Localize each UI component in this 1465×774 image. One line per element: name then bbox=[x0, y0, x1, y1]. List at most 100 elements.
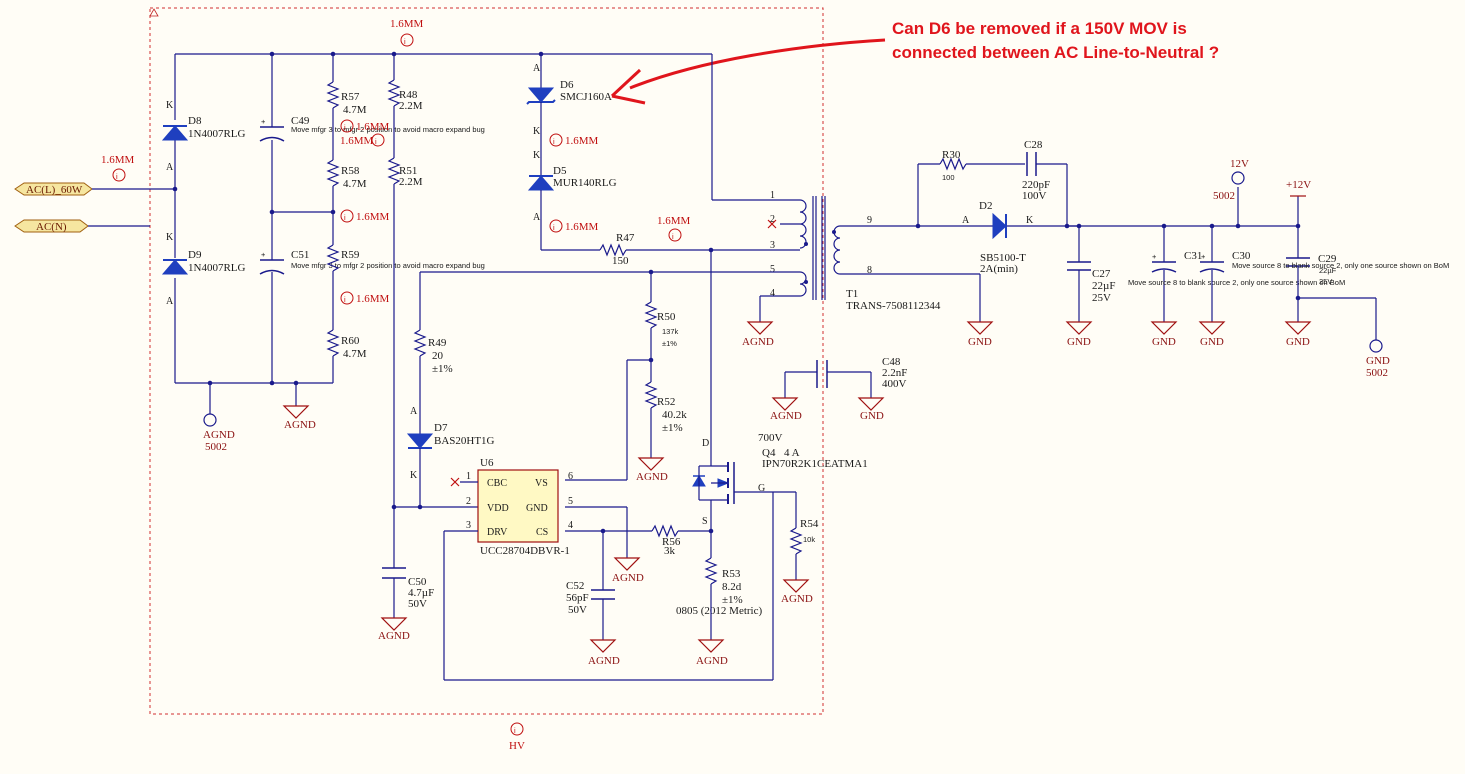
svg-text:1.6MM: 1.6MM bbox=[390, 18, 424, 30]
svg-text:4: 4 bbox=[770, 288, 775, 299]
svg-text:D5: D5 bbox=[553, 165, 567, 177]
svg-text:AGND: AGND bbox=[612, 572, 644, 584]
svg-text:R48: R48 bbox=[399, 89, 418, 101]
svg-text:9: 9 bbox=[867, 215, 872, 226]
svg-text:C48: C48 bbox=[882, 356, 901, 368]
svg-text:6: 6 bbox=[568, 471, 573, 482]
agnd-5002-port bbox=[203, 413, 217, 427]
diode-D8: D8 1N4007RLG bbox=[161, 115, 246, 141]
svg-text:A: A bbox=[166, 296, 174, 307]
svg-text:1.6MM: 1.6MM bbox=[356, 211, 390, 223]
svg-text:R56: R56 bbox=[662, 536, 681, 548]
svg-text:2.2M: 2.2M bbox=[399, 176, 423, 188]
svg-text:GND: GND bbox=[1366, 355, 1390, 367]
clearance-marker: i 1.6MM bbox=[390, 18, 424, 47]
svg-text:AC(N): AC(N) bbox=[36, 221, 67, 233]
resistor-R58 bbox=[326, 159, 340, 187]
svg-text:1N4007RLG: 1N4007RLG bbox=[188, 262, 246, 274]
svg-text:i: i bbox=[375, 137, 377, 146]
agnd-symbol bbox=[282, 405, 310, 419]
svg-text:2: 2 bbox=[466, 496, 471, 507]
resistor-R50 bbox=[644, 301, 658, 329]
svg-text:R54: R54 bbox=[800, 518, 819, 530]
svg-text:+: + bbox=[1201, 252, 1206, 261]
svg-text:+: + bbox=[1152, 252, 1157, 261]
svg-text:1.6MM: 1.6MM bbox=[340, 135, 374, 147]
v12-test-point bbox=[1231, 171, 1245, 185]
svg-text:DRV: DRV bbox=[487, 527, 508, 538]
svg-text:1.6MM: 1.6MM bbox=[356, 121, 390, 133]
svg-text:i: i bbox=[344, 295, 346, 304]
svg-text:D8: D8 bbox=[188, 115, 202, 127]
svg-text:CBC: CBC bbox=[487, 478, 507, 489]
svg-text:2A(min): 2A(min) bbox=[980, 263, 1018, 275]
svg-text:U6: U6 bbox=[480, 457, 494, 469]
diode-D7: D7 BAS20HT1G bbox=[406, 422, 495, 449]
hv-label: HV bbox=[509, 740, 525, 752]
svg-text:C31: C31 bbox=[1184, 250, 1202, 262]
resistor-R57 bbox=[326, 81, 340, 109]
svg-text:AGND: AGND bbox=[781, 593, 813, 605]
clearance-marker: i 1.6MM bbox=[340, 133, 385, 147]
svg-text:A: A bbox=[410, 406, 418, 417]
svg-text:1: 1 bbox=[770, 190, 775, 201]
svg-text:4.7µF: 4.7µF bbox=[408, 587, 434, 599]
svg-text:R52: R52 bbox=[657, 396, 675, 408]
warning-icon bbox=[149, 8, 159, 17]
svg-text:i: i bbox=[672, 232, 674, 241]
svg-text:D7: D7 bbox=[434, 422, 448, 434]
svg-text:5002: 5002 bbox=[1366, 367, 1388, 379]
svg-text:1.6MM: 1.6MM bbox=[657, 215, 691, 227]
svg-text:4: 4 bbox=[568, 520, 573, 531]
svg-text:R51: R51 bbox=[399, 165, 417, 177]
svg-text:±1%: ±1% bbox=[722, 594, 743, 606]
svg-text:700V: 700V bbox=[758, 432, 783, 444]
svg-text:Move mfgr 3 to mfgr 2 position: Move mfgr 3 to mfgr 2 position to avoid … bbox=[291, 261, 485, 270]
svg-text:GND: GND bbox=[860, 410, 884, 422]
svg-text:R53: R53 bbox=[722, 568, 741, 580]
svg-text:4.7M: 4.7M bbox=[343, 348, 367, 360]
svg-text:100: 100 bbox=[942, 173, 955, 182]
resistor-R47 bbox=[599, 243, 627, 257]
ic-U6: U6 UCC28704DBVR-1 CBC VDD DRV VS GND CS bbox=[477, 457, 570, 557]
svg-text:5: 5 bbox=[568, 496, 573, 507]
svg-text:GND: GND bbox=[1286, 336, 1310, 348]
capacitor-C49: + C49 Move mfgr 3 to mfgr 2 position to … bbox=[259, 115, 485, 142]
svg-text:VDD: VDD bbox=[487, 503, 509, 514]
svg-text:22µF: 22µF bbox=[1092, 280, 1115, 292]
resistor-R51 bbox=[387, 157, 401, 185]
mosfet-Q4: 700V Q4 4 A IPN70R2K1CEATMA1 bbox=[692, 432, 868, 504]
clearance-marker: i 1.6MM bbox=[340, 291, 390, 305]
svg-text:A: A bbox=[166, 162, 174, 173]
capacitor-C48: C48 2.2nF 400V bbox=[816, 356, 907, 390]
svg-text:C52: C52 bbox=[566, 580, 584, 592]
resistor-R60 bbox=[326, 329, 340, 357]
capacitor-C50: C50 4.7µF 50V bbox=[382, 567, 434, 610]
svg-text:AC(L)_60W: AC(L)_60W bbox=[26, 184, 83, 196]
resistor-R53 bbox=[704, 557, 718, 585]
svg-text:i: i bbox=[116, 172, 118, 181]
svg-text:4.7M: 4.7M bbox=[343, 104, 367, 116]
diode-D9: D9 1N4007RLG bbox=[161, 249, 246, 275]
svg-text:3: 3 bbox=[770, 240, 775, 251]
svg-text:150: 150 bbox=[612, 255, 629, 267]
svg-text:8.2d: 8.2d bbox=[722, 581, 742, 593]
svg-text:A: A bbox=[962, 215, 970, 226]
svg-text:1N4007RLG: 1N4007RLG bbox=[188, 128, 246, 140]
svg-text:C49: C49 bbox=[291, 115, 310, 127]
gnd-5002-port bbox=[1369, 339, 1383, 353]
svg-text:D9: D9 bbox=[188, 249, 202, 261]
svg-text:137k: 137k bbox=[662, 327, 679, 336]
svg-text:3k: 3k bbox=[664, 545, 676, 557]
svg-text:400V: 400V bbox=[882, 378, 907, 390]
capacitor-C28: C28 220pF 100V bbox=[1022, 139, 1050, 202]
svg-text:0805 (2012 Metric): 0805 (2012 Metric) bbox=[676, 605, 762, 617]
svg-text:±1%: ±1% bbox=[662, 422, 683, 434]
svg-text:Move mfgr 3 to mfgr 2 position: Move mfgr 3 to mfgr 2 position to avoid … bbox=[291, 125, 485, 134]
svg-text:i: i bbox=[344, 213, 346, 222]
svg-text:R47: R47 bbox=[616, 232, 635, 244]
svg-text:IPN70R2K1CEATMA1: IPN70R2K1CEATMA1 bbox=[762, 458, 868, 470]
clearance-marker: i 1.6MM bbox=[101, 154, 135, 182]
svg-text:S: S bbox=[702, 516, 708, 527]
